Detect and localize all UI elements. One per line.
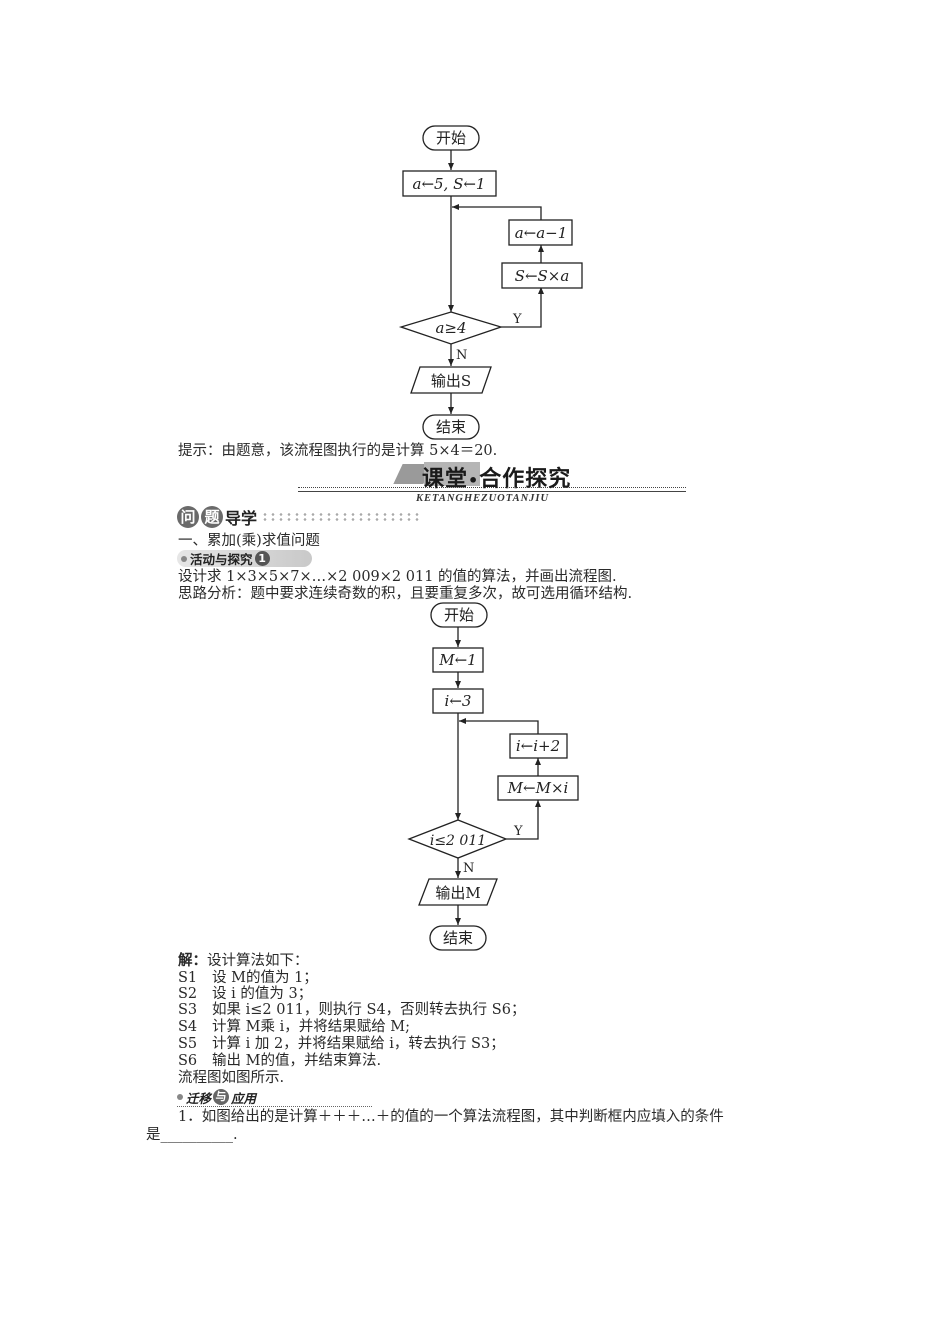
update-m-label: M←M×i (507, 779, 569, 797)
end-label: 结束 (436, 418, 466, 436)
guide-label: 导学 (225, 509, 258, 528)
init-m-box (432, 647, 484, 673)
update-a-box (508, 219, 573, 246)
activity-number: 1 (254, 551, 270, 566)
no-label: N (463, 861, 474, 876)
step-s2: S2 设 i 的值为 3； (178, 986, 312, 1002)
step-text: 计算 i 加 2，并将结果赋给 i，转去执行 S3； (212, 1036, 505, 1052)
yes-label: Y (512, 312, 522, 327)
step-id: S4 (178, 1019, 198, 1035)
condition-label: a≥4 (435, 319, 466, 337)
step-text: 设 M的值为 1； (212, 970, 318, 986)
condition-label: i≤2 011 (430, 833, 486, 849)
yes-label: Y (513, 824, 523, 839)
guide-heading: 问 题 导学 (177, 505, 422, 529)
step-id: S1 (178, 970, 198, 986)
banner-subtitle: KETANGHEZUOTANJIU (416, 493, 550, 504)
init-label: a←5, S←1 (413, 175, 486, 193)
solution-label: 解： (178, 952, 207, 969)
bullet-icon (177, 1094, 183, 1100)
no-label: N (456, 348, 467, 363)
activity-pill: 活动与探究 1 (177, 550, 312, 567)
transfer-label-2: 应用 (231, 1090, 257, 1106)
update-s-label: S←S×a (515, 267, 570, 285)
step-s6: S6 输出 M的值，并结束算法. (178, 1053, 381, 1069)
step-id: S6 (178, 1053, 198, 1069)
init-box (402, 170, 497, 197)
update-i-box (509, 733, 568, 759)
flowchart-1: 开始 a←5, S←1 a≥4 Y S←S×a a←a−1 N 输出S 结束 (398, 125, 583, 440)
transfer-label-1: 迁移 (186, 1090, 212, 1106)
step-s1: S1 设 M的值为 1； (178, 970, 318, 986)
step-text: 如果 i≤2 011，则执行 S4，否则转去执行 S6； (212, 1002, 526, 1018)
output-label: 输出S (431, 372, 471, 390)
step-id: S3 (178, 1002, 198, 1018)
section-banner: 课堂•合作探究 KETANGHEZUOTANJIU (298, 460, 686, 508)
update-a-label: a←a−1 (515, 224, 568, 242)
output-label: 输出M (435, 884, 480, 902)
analysis-text: 思路分析：题中要求连续奇数的积，且要重复多次，故可选用循环结构. (178, 586, 633, 602)
exercise-line-2: 是__________. (146, 1127, 238, 1143)
exercise-line-1: 1．如图给出的是计算＋＋＋…＋的值的一个算法流程图，其中判断框内应填入的条件 (178, 1109, 724, 1125)
bullet-icon (181, 555, 187, 562)
update-s-box (501, 262, 583, 289)
init-i-label: i←3 (445, 692, 472, 710)
step-s4: S4 计算 M乘 i，并将结果赋给 M; (178, 1019, 410, 1035)
start-label: 开始 (444, 606, 474, 624)
hint-text: 提示：由题意，该流程图执行的是计算 5×4＝20. (178, 443, 498, 459)
guide-badge-2: 题 (201, 506, 223, 528)
solution-intro-line: 解：设计算法如下： (178, 952, 309, 970)
activity-label: 活动与探究 (190, 552, 253, 567)
step-s5: S5 计算 i 加 2，并将结果赋给 i，转去执行 S3； (178, 1036, 505, 1052)
update-i-label: i←i+2 (516, 737, 560, 755)
end-terminal (429, 925, 487, 951)
start-terminal (430, 602, 488, 628)
init-i-box (432, 688, 484, 714)
step-id: S5 (178, 1036, 198, 1052)
step-text: 计算 M乘 i，并将结果赋给 M; (212, 1019, 411, 1035)
transfer-badge: 与 (213, 1089, 230, 1105)
step-text: 输出 M的值，并结束算法. (212, 1053, 382, 1069)
end-label: 结束 (443, 929, 473, 947)
problem-text: 设计求 1×3×5×7×…×2 009×2 011 的值的算法，并画出流程图. (178, 569, 617, 585)
guide-dots (261, 512, 422, 522)
transfer-heading: 迁移 与 应用 (177, 1088, 372, 1107)
banner-dot: • (468, 471, 480, 490)
solution-conclusion: 流程图如图所示. (178, 1070, 285, 1086)
step-text: 设 i 的值为 3； (212, 986, 313, 1002)
topic-heading: 一、累加(乘)求值问题 (178, 533, 320, 549)
end-terminal (422, 414, 480, 440)
banner-rule (298, 487, 686, 492)
start-label: 开始 (436, 129, 466, 147)
output-parallelogram (410, 366, 492, 394)
output-parallelogram (418, 878, 498, 906)
step-id: S2 (178, 986, 198, 1002)
solution-intro: 设计算法如下： (207, 953, 309, 969)
step-s3: S3 如果 i≤2 011，则执行 S4，否则转去执行 S6； (178, 1002, 525, 1018)
flowchart-2: 开始 M←1 i←3 i≤2 011 Y M←M×i i←i+2 N 输出M 结… (407, 602, 579, 951)
init-m-label: M←1 (438, 651, 476, 669)
banner-title-bg (424, 462, 480, 486)
guide-badge-1: 问 (177, 506, 199, 528)
